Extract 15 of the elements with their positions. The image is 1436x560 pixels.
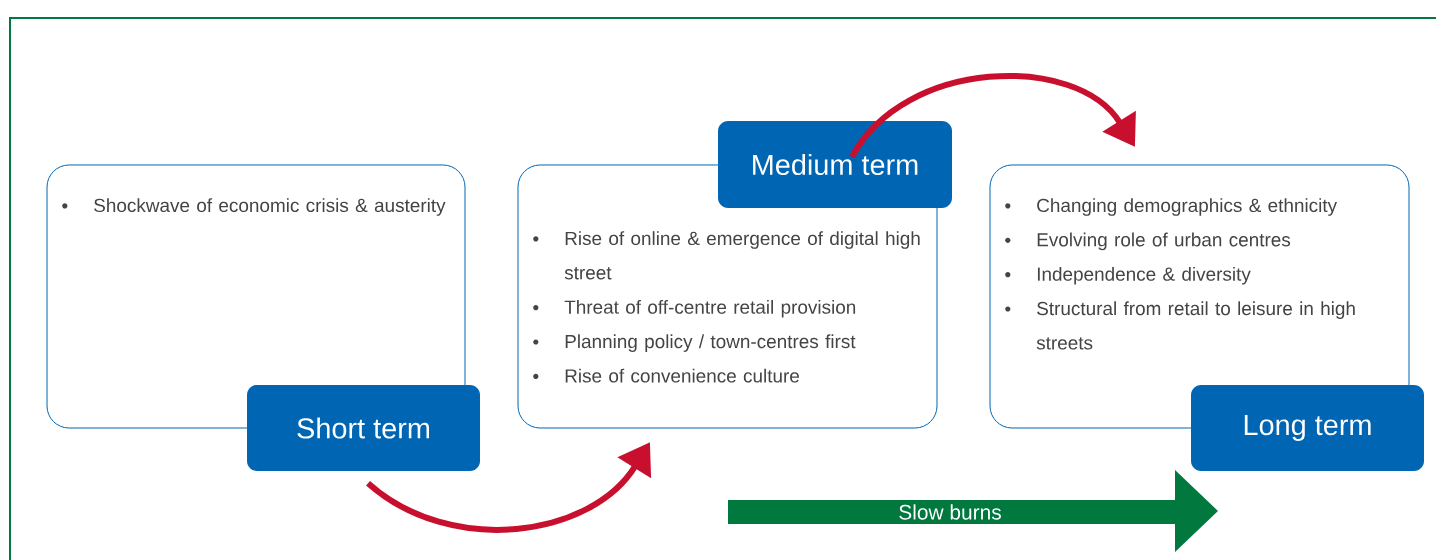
heading-tab: Short term (247, 385, 480, 471)
node-label: Rise of convenience culture (565, 368, 799, 383)
arrow (849, 73, 1136, 159)
heading-tab: Medium term (718, 121, 952, 208)
node-label: Threat of off-centre retail provision (564, 299, 856, 318)
node-label: Evolving role of urban centres (1037, 232, 1291, 251)
node-label: Independence & diversity (1037, 266, 1251, 285)
bullet-list: Changing demographics & ethnicity Evolving role of urban centres Independence & diversity Structural from retail to leisure in high streets (1005, 198, 1355, 350)
bullet-list: Shockwave of economic crisis & austerity (62, 198, 446, 216)
node-label: Changing demographics & ethnicity (1037, 198, 1338, 216)
node-label: Structural from retail to leisure in high streets (1036, 301, 1355, 350)
heading-tab: Long term (1191, 385, 1424, 471)
bullet-list: Rise of online & emergence of digital high street Threat of off-centre retail provision Planning policy / town-centres first Rise of convenience culture (533, 231, 920, 383)
node-label: Planning policy / town-centres first (565, 334, 856, 352)
node-label: Rise of online & emergence of digital high street (564, 231, 920, 280)
